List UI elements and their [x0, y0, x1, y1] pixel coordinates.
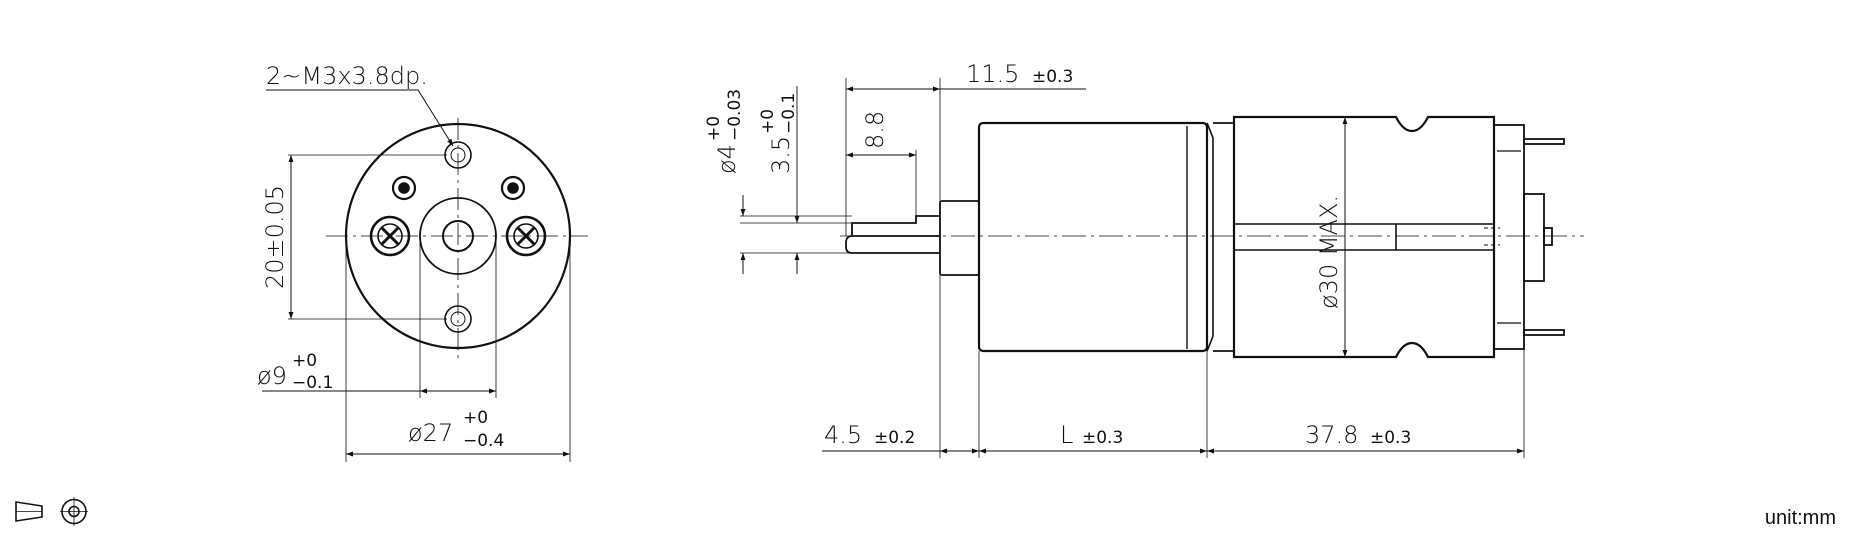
svg-text:37.8: 37.8 — [1305, 421, 1358, 449]
motor-end-cap — [1493, 124, 1525, 350]
hole-spacing-label: 20±0.05 — [261, 185, 289, 289]
flat-length-label: 8.8 — [861, 111, 889, 149]
gearbox-length-label: 37.8 ±0.3 — [1305, 421, 1411, 449]
motor-can — [1232, 115, 1496, 359]
first-angle-projection-icon — [15, 497, 88, 526]
svg-text:L: L — [1060, 421, 1073, 449]
output-shaft — [845, 235, 940, 254]
hole-note-label: 2~M3x3.8dp. — [266, 62, 428, 90]
svg-text:3.5: 3.5 — [767, 136, 795, 174]
rear-bushing — [1523, 193, 1545, 282]
svg-text:±0.2: ±0.2 — [874, 428, 915, 448]
pin-hole-right — [500, 175, 526, 201]
svg-text:±0.3: ±0.3 — [1032, 67, 1073, 87]
svg-text:ø27: ø27 — [408, 419, 453, 447]
front-view — [262, 89, 588, 462]
svg-text:ø4: ø4 — [713, 144, 741, 174]
svg-text:−0.4: −0.4 — [463, 431, 504, 451]
unit-label: unit:mm — [1765, 507, 1836, 529]
boss-length-label: 4.5 ±0.2 — [824, 421, 915, 449]
svg-text:+0: +0 — [292, 351, 317, 371]
shaft-length-label: 11.5 ±0.3 — [966, 60, 1073, 88]
svg-text:+0: +0 — [758, 109, 778, 134]
body-dia-label: ø27 +0 −0.4 — [408, 408, 504, 451]
svg-text:11.5: 11.5 — [966, 60, 1019, 88]
gearbox-dia-label: ø30 MAX. — [1315, 195, 1343, 309]
gearbox-body — [977, 121, 1209, 353]
motor-length-label: L ±0.3 — [1060, 421, 1123, 449]
terminal-top — [1523, 138, 1565, 145]
gearbox-boss — [939, 200, 980, 276]
flat-dim-label: 3.5 +0 −0.1 — [758, 93, 799, 174]
svg-text:−0.1: −0.1 — [292, 373, 333, 393]
bore-dia-label: ø9 +0 −0.1 — [257, 351, 333, 393]
svg-text:±0.3: ±0.3 — [1082, 428, 1123, 448]
svg-text:±0.3: ±0.3 — [1370, 428, 1411, 448]
svg-text:−0.1: −0.1 — [779, 93, 799, 134]
side-view — [740, 78, 1584, 458]
terminal-bottom — [1523, 329, 1565, 336]
svg-text:+0: +0 — [463, 408, 488, 428]
pin-hole-left — [391, 175, 417, 201]
svg-text:ø9: ø9 — [257, 362, 287, 390]
svg-text:+0: +0 — [704, 116, 724, 141]
svg-text:4.5: 4.5 — [824, 421, 862, 449]
svg-text:−0.03: −0.03 — [725, 89, 745, 141]
terminal-right — [505, 215, 547, 257]
terminal-left — [369, 215, 411, 257]
hole-note-leader — [266, 89, 454, 147]
shaft-dia-label: ø4 +0 −0.03 — [704, 89, 745, 174]
center-bore — [442, 220, 474, 252]
